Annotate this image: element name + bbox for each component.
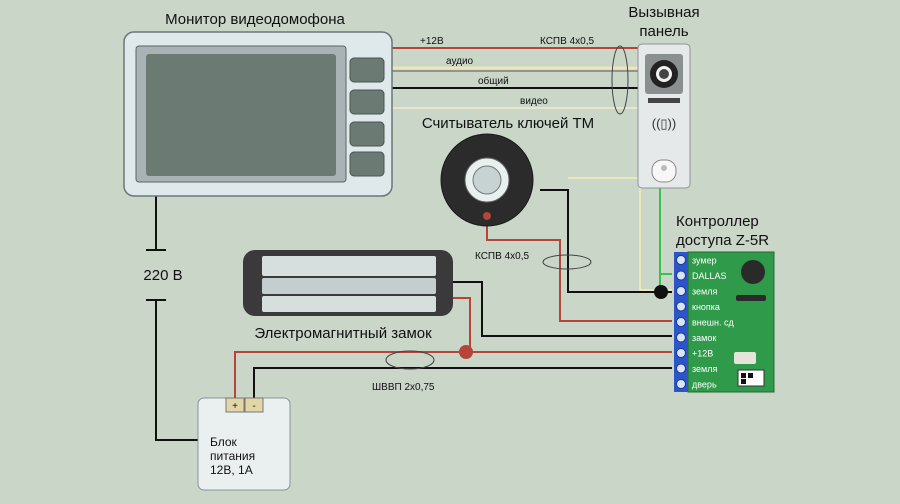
terminal-screw	[676, 301, 686, 312]
wire-label-plus12: +12В	[420, 36, 444, 47]
psu-label-1: Блок	[210, 435, 238, 449]
call-panel-title-1: Вызывная	[628, 4, 699, 21]
wire-reader-black	[540, 189, 672, 293]
wire-lock-black	[452, 281, 672, 337]
wire-reader-red	[486, 216, 672, 322]
wire-mains-lower	[155, 300, 200, 441]
wire-psu-plus	[234, 351, 672, 398]
terminal-screw	[676, 379, 686, 389]
power-supply	[197, 397, 291, 491]
wire-label-video: видео	[520, 96, 548, 107]
psu-plus: +	[232, 401, 238, 412]
wire-plus12-top	[392, 47, 651, 60]
junction-red	[459, 345, 473, 359]
monitor-screen	[146, 54, 336, 176]
terminal-screw	[676, 286, 686, 296]
tm-key-reader	[440, 133, 534, 227]
terminal-label: кнопка	[692, 302, 720, 312]
wires	[155, 47, 672, 441]
cable-label-top: КСПВ 4х0,5	[540, 36, 594, 47]
wire-lock-red	[452, 297, 471, 352]
cable-bundle-reader	[542, 254, 592, 270]
cable-label-psu: ШВВП 2х0,75	[372, 382, 435, 393]
cable-label-reader: КСПВ 4х0,5	[475, 251, 529, 262]
electromagnetic-lock	[243, 250, 453, 316]
terminal-label: замок	[692, 333, 716, 343]
terminal-screw	[676, 270, 686, 281]
monitor-title: Монитор видеодомофона	[165, 11, 345, 28]
terminal-screw	[676, 348, 686, 358]
terminal-label: +12В	[692, 349, 713, 359]
psu-label-2: питания	[210, 449, 255, 463]
wire-label-common: общий	[478, 75, 509, 87]
terminal-label: DALLAS	[692, 271, 727, 281]
wire-psu-minus	[253, 367, 672, 398]
cable-bundle-psu	[385, 350, 435, 370]
wire-reader-cream	[568, 177, 672, 291]
psu-label-3: 12В, 1А	[210, 463, 253, 477]
wire-panel-green	[659, 188, 672, 275]
junction-black	[654, 285, 668, 299]
controller-title-2: доступа Z-5R	[676, 232, 769, 249]
monitor-button	[349, 89, 385, 115]
terminal-label: дверь	[692, 380, 717, 390]
cable-bundle-top	[611, 45, 629, 115]
terminal-screw	[676, 363, 686, 374]
monitor-button	[349, 57, 385, 83]
terminal-label: земля	[692, 364, 717, 374]
terminal-label: внешн. сд	[692, 318, 734, 328]
controller-title-1: Контроллер	[676, 213, 759, 230]
rfid-icon: ((▯))	[652, 116, 676, 131]
call-panel-title-2: панель	[639, 23, 688, 40]
mains-connector	[146, 249, 166, 301]
terminal-screw	[676, 255, 686, 265]
mains-voltage: 220 В	[143, 267, 182, 284]
terminal-screw	[676, 317, 686, 327]
terminal-label: земля	[692, 287, 717, 297]
terminal-screw	[676, 332, 686, 343]
buzzer	[741, 260, 765, 284]
reader-title: Считыватель ключей ТМ	[422, 115, 594, 132]
psu-minus: -	[252, 401, 255, 412]
call-panel: ((▯))	[637, 43, 691, 189]
intercom-monitor	[123, 31, 393, 197]
monitor-button	[349, 151, 385, 177]
terminal-label: зумер	[692, 256, 717, 266]
lock-title: Электромагнитный замок	[254, 325, 432, 342]
monitor-button	[349, 121, 385, 147]
wire-label-audio: аудио	[446, 56, 474, 67]
